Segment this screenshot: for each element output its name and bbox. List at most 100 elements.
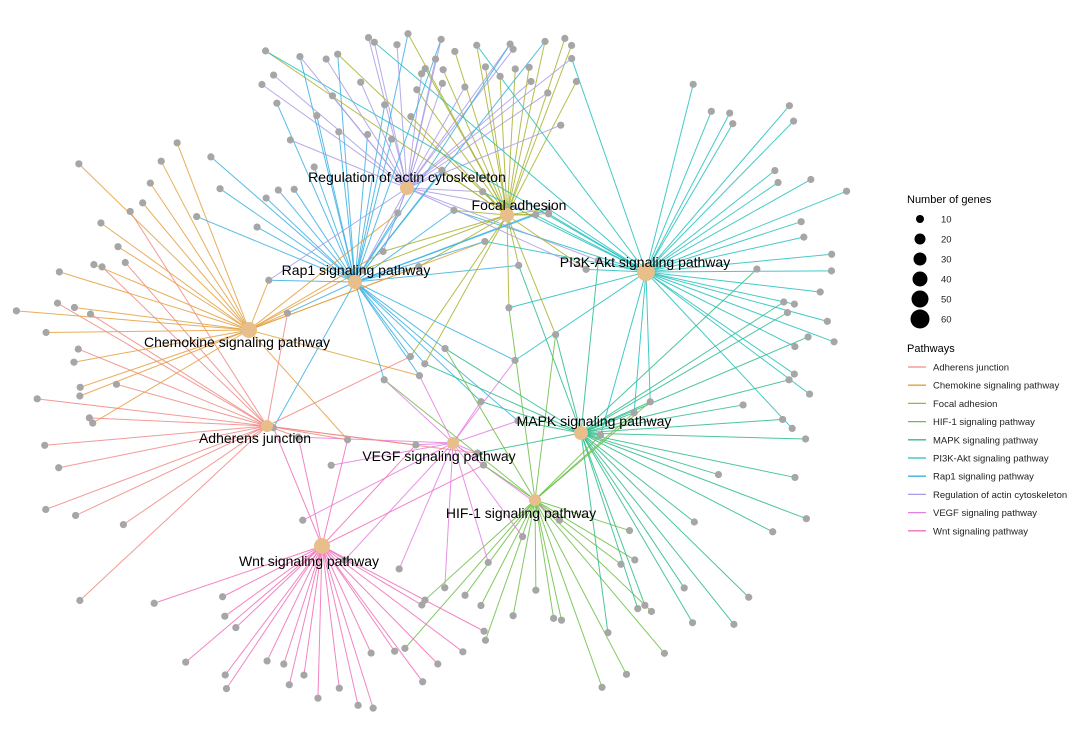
gene-node: [434, 660, 442, 668]
edge-wnt-signaling-pathway: [235, 545, 323, 628]
edge-chemokine-signaling-pathway: [248, 329, 348, 441]
edge-wnt-signaling-pathway: [317, 545, 323, 699]
gene-node: [801, 435, 810, 443]
edge-rap1-signaling-pathway: [354, 281, 420, 376]
gene-node: [146, 179, 154, 187]
edge-adherens-junction: [78, 348, 268, 427]
edge-adherens-junction: [266, 313, 288, 427]
gene-node: [788, 424, 796, 433]
gene-node: [193, 212, 201, 221]
edge-rap1-signaling-pathway: [272, 281, 356, 428]
edge-regulation-of-actin-cytoskeleton: [360, 82, 408, 189]
gene-node: [76, 392, 84, 400]
gene-node: [285, 681, 293, 689]
size-legend-dot: [914, 233, 926, 245]
pathway-legend-label: VEGF signaling pathway: [933, 508, 1037, 519]
pathway-legend-label: MAPK signaling pathway: [933, 435, 1038, 446]
edge-wnt-signaling-pathway: [321, 545, 464, 653]
gene-node: [630, 409, 638, 417]
gene-node: [552, 331, 560, 339]
edge-rap1-signaling-pathway: [354, 41, 546, 283]
gene-node: [70, 358, 78, 366]
edge-vegf-signaling-pathway: [452, 401, 482, 444]
edge-vegf-signaling-pathway: [418, 375, 454, 444]
edge-chemokine-signaling-pathway: [59, 271, 250, 331]
gene-node: [419, 678, 427, 686]
edge-wnt-signaling-pathway: [321, 545, 439, 665]
gene-node: [714, 470, 723, 479]
gene-node: [823, 317, 831, 325]
edge-mapk-signaling-pathway: [580, 418, 783, 434]
gene-node: [779, 415, 787, 424]
gene-node: [322, 55, 330, 63]
edge-pi3k-akt-signaling-pathway: [586, 268, 647, 273]
edge-chemokine-signaling-pathway: [92, 329, 250, 424]
gene-node: [647, 607, 656, 616]
gene-node: [828, 250, 836, 258]
edge-rap1-signaling-pathway: [354, 104, 386, 283]
size-legend-dot: [910, 309, 930, 329]
edge-wnt-signaling-pathway: [321, 439, 349, 547]
edge-adherens-junction: [266, 425, 348, 441]
gene-node: [451, 47, 459, 56]
edge-regulation-of-actin-cytoskeleton: [406, 43, 511, 189]
pathway-legend-label: Focal adhesion: [933, 399, 997, 410]
gene-node: [484, 558, 492, 567]
gene-node: [438, 166, 446, 174]
edge-adherens-junction: [129, 211, 268, 427]
gene-node: [258, 80, 266, 89]
edge-adherens-junction: [75, 425, 268, 516]
edge-regulation-of-actin-cytoskeleton: [290, 139, 408, 189]
gene-node: [119, 521, 127, 529]
gene-node: [459, 648, 467, 656]
gene-node: [481, 237, 489, 246]
edge-mapk-signaling-pathway: [517, 420, 582, 434]
pathway-legend-label: Chemokine signaling pathway: [933, 381, 1059, 392]
edge-hif-1-signaling-pathway: [480, 499, 536, 606]
hub-node-rap1-signaling-pathway: [348, 275, 362, 289]
edge-mapk-signaling-pathway: [580, 336, 809, 434]
gene-node: [75, 160, 83, 168]
edge-chemokine-signaling-pathway: [149, 182, 250, 331]
edge-mapk-signaling-pathway: [580, 432, 807, 520]
pathway-legend-label: Regulation of actin cytoskeleton: [933, 490, 1067, 501]
gene-node: [473, 449, 482, 457]
edge-chemokine-signaling-pathway: [100, 222, 250, 331]
gene-node: [380, 376, 388, 384]
size-legend-dot: [912, 271, 928, 287]
edge-focal-adhesion: [506, 214, 587, 270]
gene-node: [544, 205, 552, 213]
edge-wnt-signaling-pathway: [321, 545, 340, 689]
edge-chemokine-signaling-pathway: [248, 269, 363, 331]
edge-focal-adhesion: [362, 214, 508, 271]
edge-regulation-of-actin-cytoskeleton: [406, 83, 443, 189]
gene-node: [785, 102, 793, 110]
gene-node: [726, 109, 734, 117]
edge-focal-adhesion: [418, 214, 508, 268]
edge-focal-adhesion: [499, 76, 508, 216]
gene-node: [729, 120, 737, 128]
edge-rap1-signaling-pathway: [354, 281, 385, 380]
edge-adherens-junction: [89, 417, 268, 427]
gene-node: [265, 276, 273, 284]
gene-node: [313, 111, 321, 120]
hub-label-vegf-signaling-pathway: VEGF signaling pathway: [362, 448, 515, 464]
gene-node: [690, 518, 698, 526]
gene-node: [343, 436, 352, 444]
edge-rap1-signaling-pathway: [354, 214, 536, 283]
gene-node: [496, 72, 504, 80]
edge-chemokine-signaling-pathway: [73, 329, 250, 363]
edge-pi3k-akt-signaling-pathway: [645, 271, 795, 305]
pathway-legend-label: HIF-1 signaling pathway: [933, 417, 1035, 428]
gene-node: [335, 128, 343, 136]
edge-focal-adhesion: [506, 214, 510, 308]
gene-node: [557, 121, 565, 129]
gene-node: [527, 77, 535, 86]
gene-node: [33, 395, 41, 403]
gene-node: [379, 247, 387, 256]
hub-node-focal-adhesion: [500, 208, 514, 222]
gene-node: [461, 83, 469, 91]
gene-node: [439, 66, 447, 74]
gene-node: [12, 307, 20, 315]
edge-vegf-signaling-pathway: [452, 420, 519, 444]
